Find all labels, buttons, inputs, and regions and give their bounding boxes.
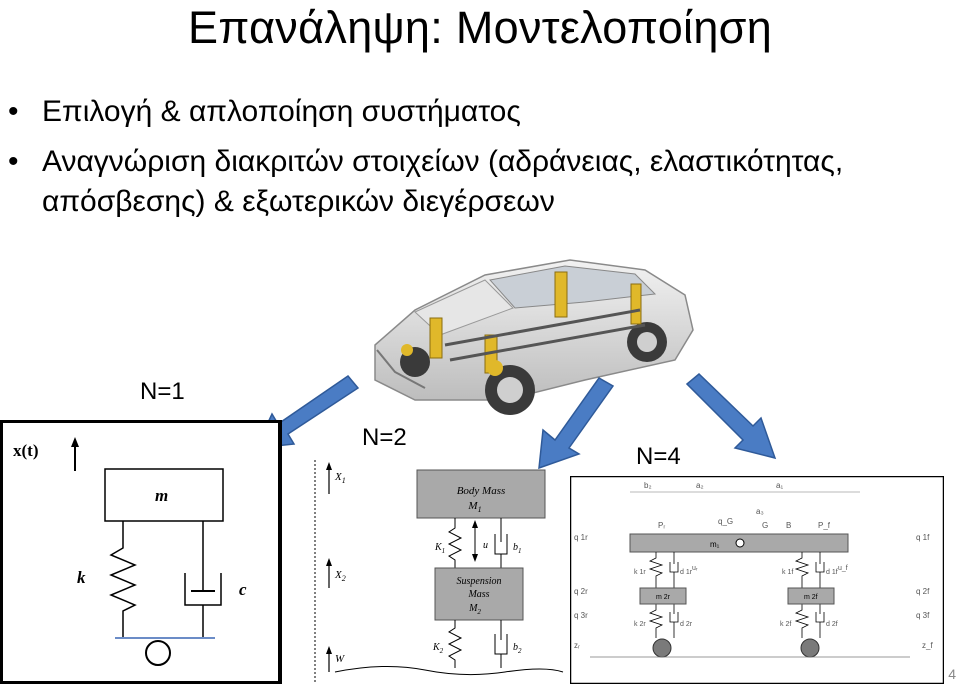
- label-b2-sub: 2: [518, 647, 522, 655]
- spring-k: [111, 521, 135, 638]
- svg-text:K2: K2: [432, 642, 444, 655]
- label-n4-k2f: k 2f: [780, 621, 791, 628]
- bullet-text: Αναγνώριση διακριτών στοιχείων (αδράνεια…: [42, 145, 843, 218]
- front-wheel: [801, 639, 819, 657]
- model-n4-diagram: b₂ a₂ a₁ a₃ Pᵣ q_G G B P_f q 1r q 1f q 2…: [570, 476, 944, 684]
- label-b1-sub: 1: [518, 547, 522, 555]
- label-n4-g: G: [762, 521, 768, 530]
- label-n4-zr: zᵣ: [574, 641, 580, 650]
- label-c: c: [239, 580, 247, 599]
- label-n4-pr: Pᵣ: [658, 521, 665, 530]
- label-n4-q3r: q 3r: [574, 611, 588, 620]
- label-n1: N=1: [140, 378, 185, 406]
- label-xt: x(t): [13, 441, 38, 460]
- label-n4-q3f: q 3f: [916, 611, 930, 620]
- label-n4-a3: a₃: [756, 507, 764, 516]
- label-k1-sub: 1: [442, 547, 446, 555]
- bullet-item: • Αναγνώριση διακριτών στοιχείων (αδράνει…: [8, 142, 938, 222]
- label-n4-k1f: k 1f: [782, 569, 793, 576]
- model-n1-diagram: x(t) m k c: [3, 423, 279, 681]
- label-m2-sub: 2: [477, 608, 481, 616]
- label-x1-sub: 1: [342, 476, 346, 485]
- svg-text:b2: b2: [513, 642, 522, 655]
- label-n4-q1r: q 1r: [574, 533, 588, 542]
- bullet-dot: •: [8, 92, 19, 132]
- label-n4-m2f: m 2f: [804, 594, 818, 601]
- bullet-list: • Επιλογή & απλοποίηση συστήματος • Αναγνώ…: [8, 92, 938, 222]
- bullet-item: • Επιλογή & απλοποίηση συστήματος: [8, 92, 938, 132]
- label-m: m: [155, 486, 168, 505]
- label-k2-sub: 2: [440, 647, 444, 655]
- label-n4-k1r: k 1r: [634, 569, 646, 576]
- label-n4-d2r: d 2r: [680, 621, 693, 628]
- label-n4-d1r: d 1r: [680, 569, 693, 576]
- svg-text:X2: X2: [334, 569, 346, 583]
- label-n4-m1: m₁: [710, 540, 720, 549]
- label-n4-q1f: q 1f: [916, 533, 930, 542]
- label-n4-b: B: [786, 521, 791, 530]
- model-n1-panel: x(t) m k c: [0, 420, 282, 684]
- bullet-text: Επιλογή & απλοποίηση συστήματος: [42, 95, 521, 128]
- label-suspension: Suspension: [457, 576, 502, 587]
- slide-title: Επανάληψη: Μοντελοποίηση: [0, 0, 960, 56]
- label-u: u: [483, 540, 488, 551]
- label-n4: N=4: [636, 443, 681, 471]
- label-n4-pf: P_f: [818, 521, 831, 530]
- label-n4-b2: b₂: [644, 481, 652, 490]
- arrow-to-n4: [683, 370, 783, 465]
- label-n4-uf: u_f: [838, 565, 848, 572]
- label-x2-sub: 2: [342, 574, 346, 583]
- rear-wheel: [653, 639, 671, 657]
- label-n4-q2f: q 2f: [916, 587, 930, 596]
- label-n4-k2r: k 2r: [634, 621, 646, 628]
- label-n4-d2f: d 2f: [826, 621, 838, 628]
- label-n4-a2: a₂: [696, 481, 704, 490]
- label-mass: Mass: [467, 589, 489, 600]
- label-w: W: [335, 653, 345, 665]
- road-wheel: [146, 641, 170, 665]
- label-n4-qg: q_G: [718, 517, 733, 526]
- bullet-dot: •: [8, 142, 19, 182]
- road-profile: [335, 666, 563, 674]
- label-m1-sub: 1: [478, 505, 482, 514]
- label-n4-zf: z_f: [922, 641, 933, 650]
- page-number: 4: [948, 666, 956, 682]
- label-k: k: [77, 568, 86, 587]
- label-n4-a1: a₁: [776, 481, 783, 490]
- svg-text:b1: b1: [513, 542, 522, 555]
- label-n4-ur: uᵣ: [692, 565, 698, 572]
- label-n4-q2r: q 2r: [574, 587, 588, 596]
- label-n4-m2r: m 2r: [656, 594, 671, 601]
- label-body-mass: Body Mass: [457, 485, 506, 497]
- svg-text:X1: X1: [334, 471, 346, 485]
- model-n2-diagram: X1 X2 W Body Mass M1 K1 u b1 Suspension …: [305, 458, 565, 684]
- label-n4-d1f: d 1f: [826, 569, 838, 576]
- label-n2: N=2: [362, 424, 407, 452]
- svg-text:K1: K1: [434, 542, 445, 555]
